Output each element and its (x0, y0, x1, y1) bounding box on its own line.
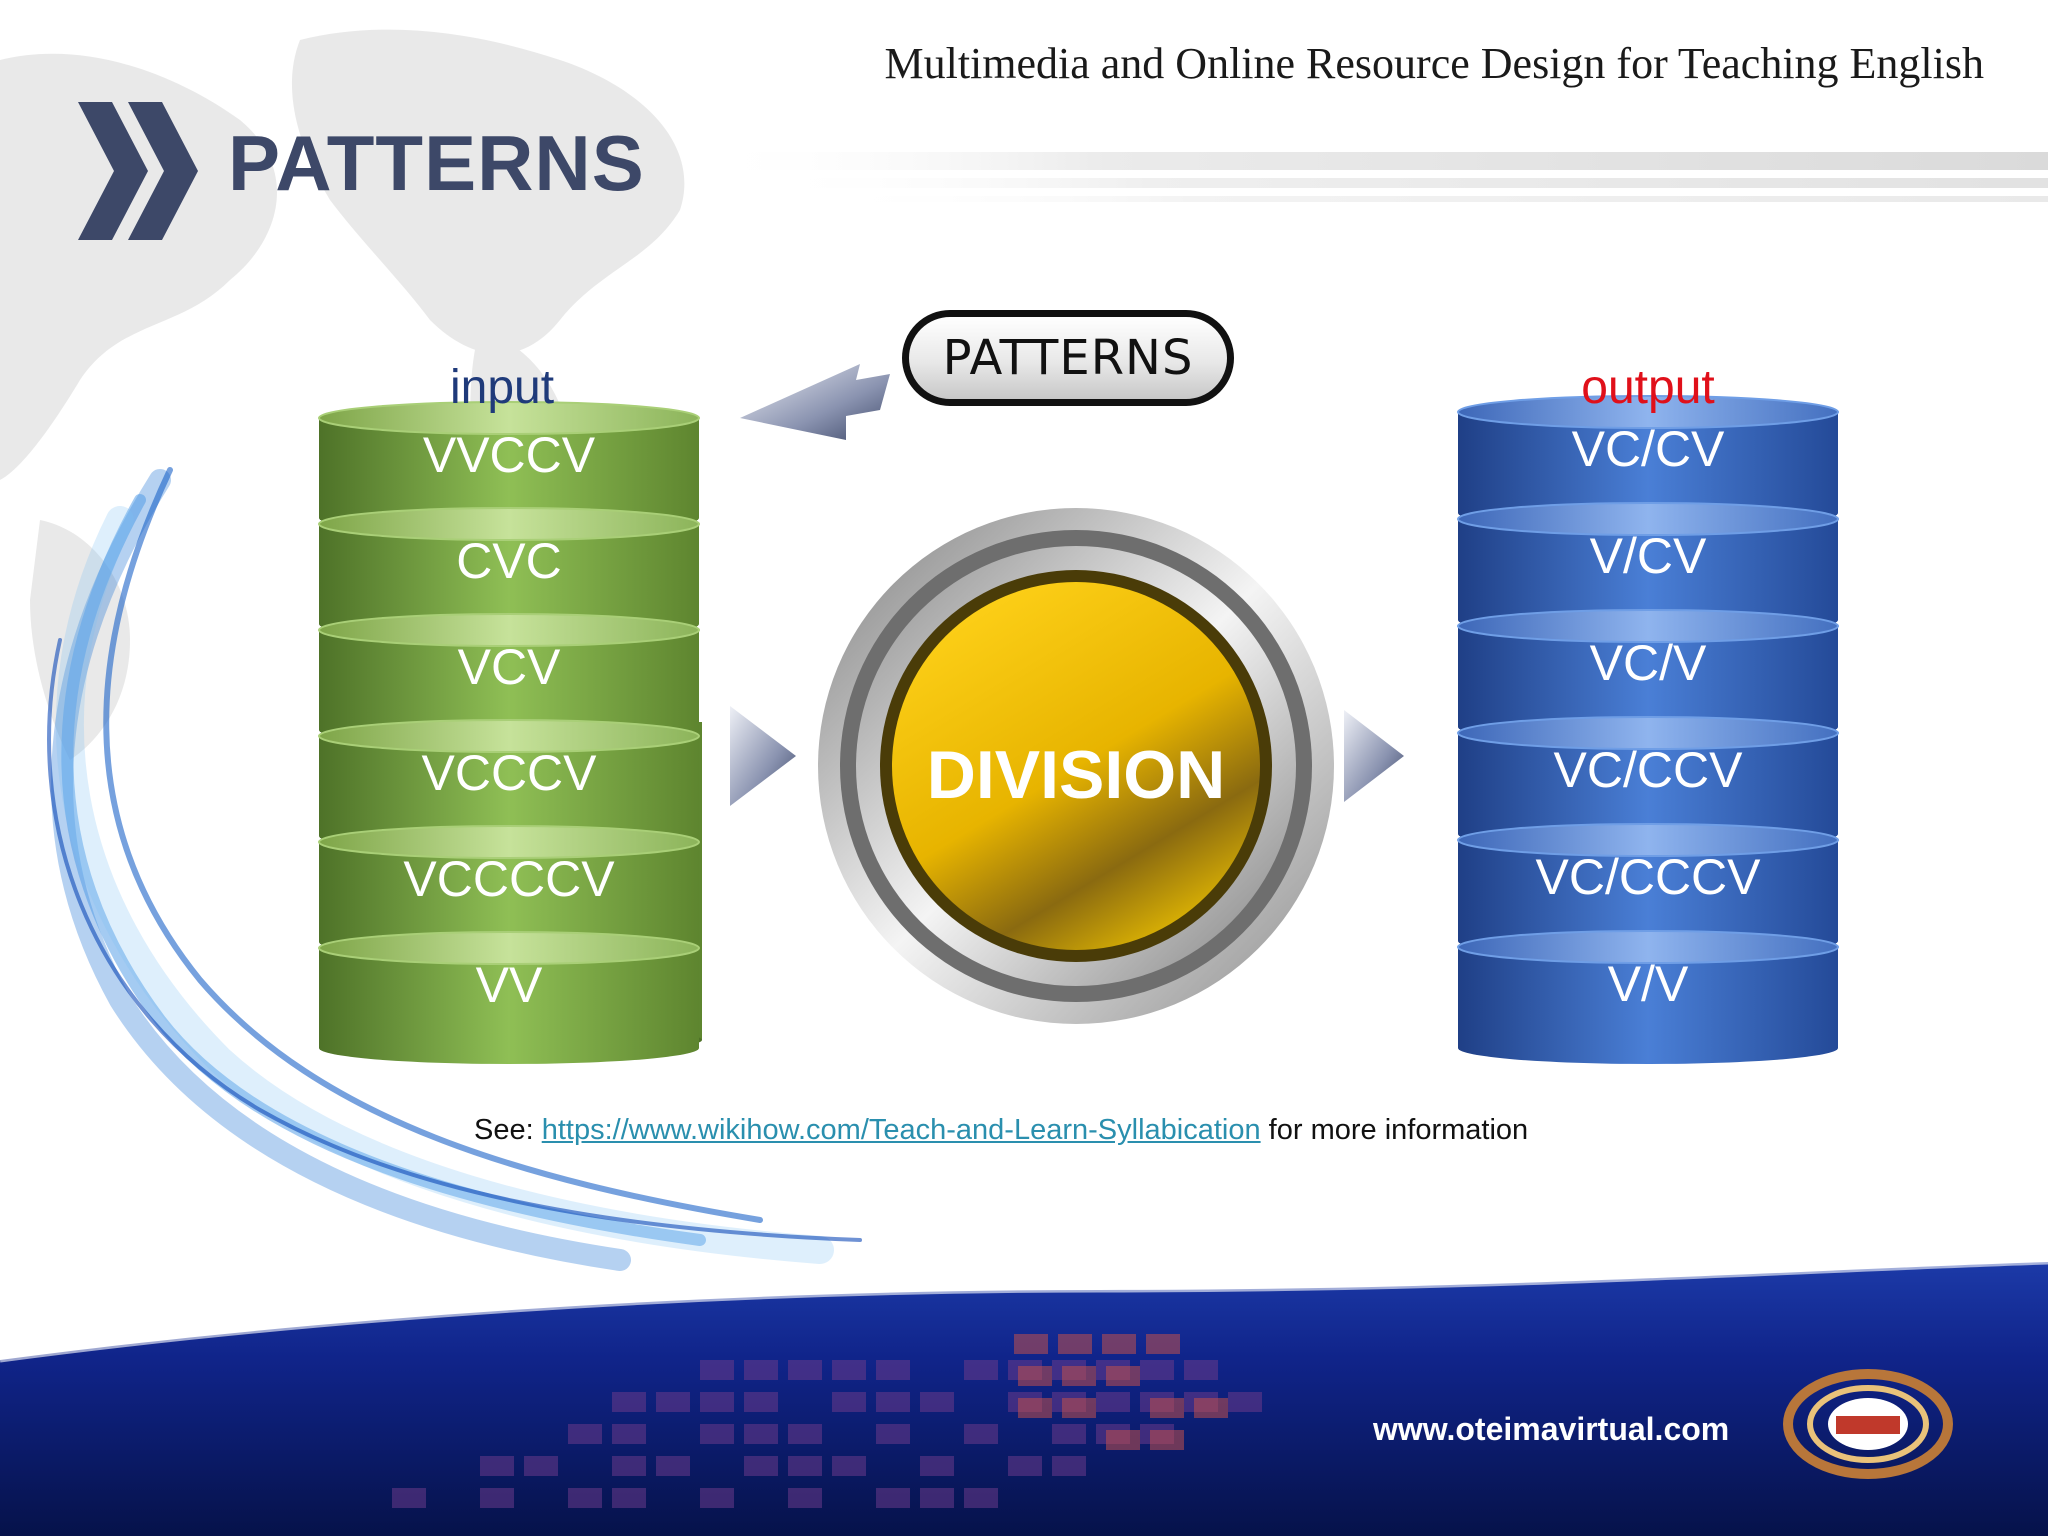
output-label: output (1581, 361, 1715, 414)
input-disk (319, 842, 699, 958)
input-item: CVC (456, 533, 562, 589)
output-disk-top (1457, 609, 1839, 643)
patterns-feedback-pill: PATTERNS (902, 310, 1234, 406)
output-item: VC/CCCV (1535, 849, 1761, 905)
website-url[interactable]: www.oteimavirtual.com (1373, 1411, 1730, 1447)
reference-link[interactable]: https://www.wikihow.com/Teach-and-Learn-… (541, 1114, 1261, 1146)
input-disk (319, 948, 699, 1064)
output-stack (1457, 395, 1839, 1064)
course-title: Multimedia and Online Resource Design fo… (884, 39, 1984, 88)
output-disk (1458, 626, 1838, 743)
output-disk-top (1457, 823, 1839, 857)
slide-title: PATTERNS (228, 119, 645, 207)
input-label: input (449, 361, 555, 414)
arrow-right-icon (730, 706, 796, 806)
output-item: VC/V (1589, 635, 1707, 691)
reference-line: See: https://www.wikihow.com/Teach-and-L… (474, 1114, 1528, 1147)
patterns-pill-label: PATTERNS (942, 330, 1194, 386)
output-disk (1458, 412, 1838, 529)
input-disk (319, 630, 699, 746)
input-disk-top (318, 719, 700, 753)
input-item: VCCCV (421, 745, 597, 801)
double-chevron-icon (78, 102, 198, 240)
output-disk (1458, 840, 1838, 957)
input-stack (318, 401, 702, 1064)
output-item: VC/CCV (1553, 742, 1743, 798)
input-item: VCCCCV (403, 851, 615, 907)
input-item: VV (475, 957, 543, 1013)
input-disk-top (318, 507, 700, 541)
input-disk-top (318, 931, 700, 965)
division-label: DIVISION (926, 737, 1226, 813)
output-disk-top (1457, 502, 1839, 536)
input-disk-top (318, 613, 700, 647)
reference-suffix: for more information (1260, 1114, 1529, 1146)
input-item: VCV (457, 639, 561, 695)
output-disk-top (1457, 930, 1839, 964)
input-disk-top (318, 825, 700, 859)
input-disk (319, 736, 699, 852)
input-disk-top (318, 401, 700, 435)
output-disk-top (1457, 395, 1839, 429)
input-item: VVCCV (422, 427, 596, 483)
oteima-logo (1783, 1369, 1953, 1479)
input-disk (319, 524, 699, 640)
division-button (818, 508, 1334, 1024)
output-disk (1458, 519, 1838, 636)
output-item: VC/CV (1571, 421, 1725, 477)
arrow-right-icon (1344, 710, 1404, 802)
input-disk (319, 418, 699, 534)
reference-prefix: See: (474, 1114, 542, 1146)
output-disk (1458, 947, 1838, 1064)
output-item: V/CV (1589, 528, 1707, 584)
output-disk (1458, 733, 1838, 850)
feedback-arrow-icon (740, 364, 890, 440)
output-disk-top (1457, 716, 1839, 750)
output-item: V/V (1607, 956, 1689, 1012)
